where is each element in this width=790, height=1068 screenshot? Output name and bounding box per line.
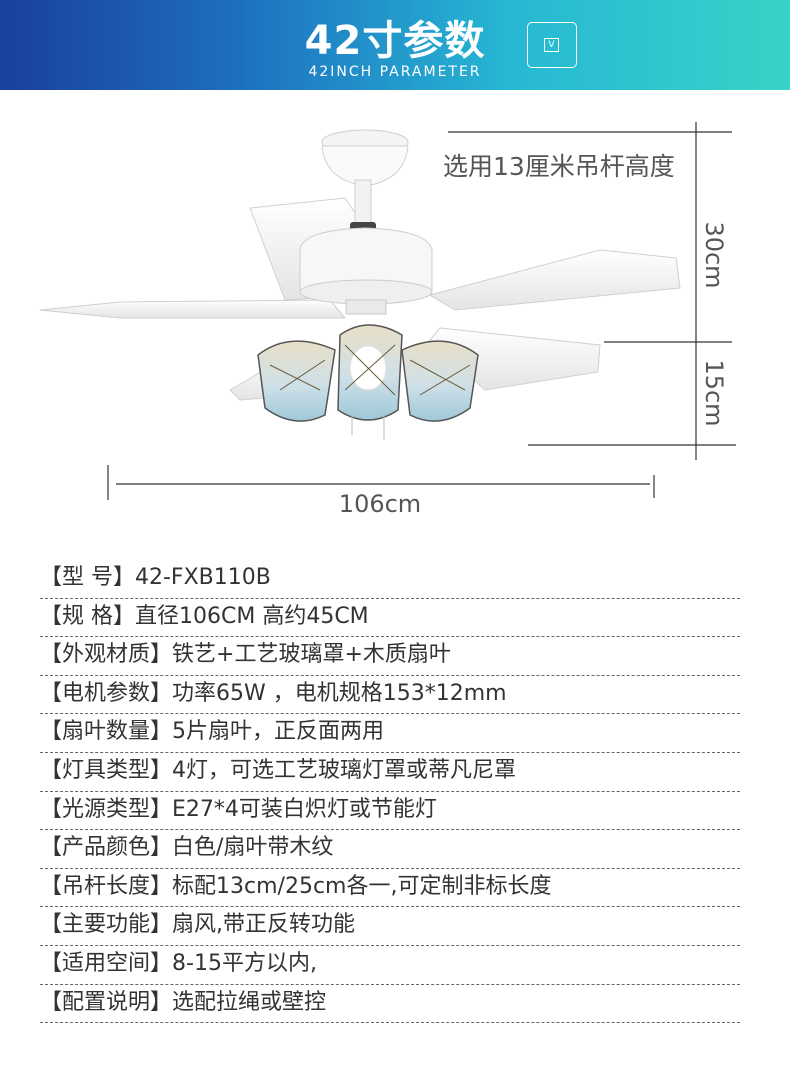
spec-value: 铁艺+工艺玻璃罩+木质扇叶 bbox=[172, 642, 451, 668]
spec-value: 扇风,带正反转功能 bbox=[172, 912, 356, 938]
spec-label: 【吊杆长度】 bbox=[40, 873, 173, 899]
spec-row-function: 【主要功能】扇风,带正反转功能 bbox=[40, 907, 740, 946]
spec-label: 【主要功能】 bbox=[40, 912, 173, 938]
spec-row-material: 【外观材质】铁艺+工艺玻璃罩+木质扇叶 bbox=[40, 637, 740, 676]
spec-value: 5片扇叶，正反面两用 bbox=[172, 719, 385, 745]
expand-button[interactable]: V bbox=[527, 22, 577, 68]
spec-value: 直径106CM 高约45CM bbox=[135, 603, 369, 629]
fan-canopy bbox=[321, 129, 409, 232]
spec-value: 4灯，可选工艺玻璃灯罩或蒂凡尼罩 bbox=[172, 757, 517, 783]
page-title: 42寸参数 bbox=[304, 18, 486, 64]
height-lamp-label: 15cm bbox=[700, 359, 728, 427]
spec-value: 8-15平方以内, bbox=[172, 950, 317, 976]
dimension-lines bbox=[107, 122, 736, 500]
spec-value: E27*4可装白炽灯或节能灯 bbox=[172, 796, 437, 822]
spec-row-rod-length: 【吊杆长度】标配13cm/25cm各一,可定制非标长度 bbox=[40, 869, 740, 908]
product-figure: 选用13厘米吊杆高度 30cm 15cm 106cm bbox=[0, 90, 790, 550]
spec-label: 【产品颜色】 bbox=[40, 835, 173, 861]
ceiling-fan-illustration bbox=[39, 122, 736, 500]
spec-row-motor: 【电机参数】功率65W ，电机规格153*12mm bbox=[40, 676, 740, 715]
light-shades bbox=[257, 324, 479, 440]
chevron-down-icon: V bbox=[544, 38, 559, 52]
spec-value: 白色/扇叶带木纹 bbox=[172, 835, 334, 861]
height-total-label: 30cm bbox=[700, 221, 728, 289]
spec-row-size: 【规 格】直径106CM 高约45CM bbox=[40, 599, 740, 638]
spec-label: 【灯具类型】 bbox=[40, 757, 173, 783]
spec-row-blades: 【扇叶数量】5片扇叶，正反面两用 bbox=[40, 714, 740, 753]
width-label: 106cm bbox=[338, 490, 422, 518]
fan-motor bbox=[299, 227, 433, 315]
spec-row-color: 【产品颜色】白色/扇叶带木纹 bbox=[40, 830, 740, 869]
spec-row-light-source: 【光源类型】E27*4可装白炽灯或节能灯 bbox=[40, 792, 740, 831]
spec-label: 【扇叶数量】 bbox=[40, 719, 173, 745]
header-banner: 42寸参数 42INCH PARAMETER V bbox=[0, 0, 790, 90]
spec-value: 选配拉绳或壁控 bbox=[172, 989, 327, 1015]
spec-label: 【规 格】 bbox=[40, 603, 135, 629]
spec-label: 【配置说明】 bbox=[40, 989, 173, 1015]
spec-label: 【型 号】 bbox=[40, 565, 135, 590]
spec-list: 【型 号】42-FXB110B 【规 格】直径106CM 高约45CM 【外观材… bbox=[40, 560, 740, 1024]
spec-value: 功率65W ，电机规格153*12mm bbox=[172, 680, 507, 706]
spec-row-model: 【型 号】42-FXB110B bbox=[40, 560, 740, 599]
spec-label: 【外观材质】 bbox=[40, 642, 173, 668]
rod-height-note: 选用13厘米吊杆高度 bbox=[443, 152, 675, 181]
spec-label: 【适用空间】 bbox=[40, 950, 173, 976]
spec-label: 【光源类型】 bbox=[40, 796, 173, 822]
spec-row-space: 【适用空间】8-15平方以内, bbox=[40, 946, 740, 985]
spec-value: 标配13cm/25cm各一,可定制非标长度 bbox=[172, 873, 552, 899]
spec-row-config: 【配置说明】选配拉绳或壁控 bbox=[40, 985, 740, 1024]
spec-row-lamp-type: 【灯具类型】4灯，可选工艺玻璃灯罩或蒂凡尼罩 bbox=[40, 753, 740, 792]
page-subtitle: 42INCH PARAMETER bbox=[308, 64, 482, 80]
spec-label: 【电机参数】 bbox=[40, 680, 173, 706]
spec-value: 42-FXB110B bbox=[135, 565, 271, 590]
